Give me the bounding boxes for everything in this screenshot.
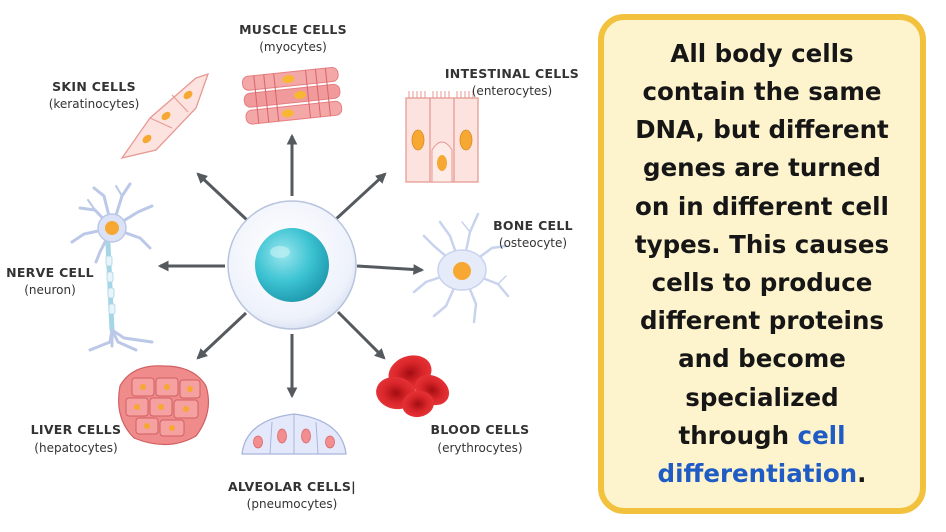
label-blood-name: BLOOD CELLS: [431, 422, 530, 437]
label-blood: BLOOD CELLS (erythrocytes): [431, 422, 530, 455]
arrow-to-liver: [196, 311, 248, 360]
liver-cells-illustration: [118, 365, 209, 446]
label-skin-name: SKIN CELLS: [52, 79, 136, 94]
label-muscle-sub: (myocytes): [259, 40, 327, 54]
intestinal-cells-illustration: [405, 91, 479, 183]
label-bone-name: BONE CELL: [493, 218, 573, 233]
label-intestinal: INTESTINAL CELLS (enterocytes): [445, 66, 579, 98]
label-alveolar-sub: (pneumocytes): [247, 497, 338, 511]
label-liver-name: LIVER CELLS: [31, 422, 122, 437]
label-muscle: MUSCLE CELLS (myocytes): [239, 22, 347, 54]
callout-highlight: cell differentiation: [657, 420, 858, 489]
arrow-to-skin: [196, 172, 249, 222]
label-liver: LIVER CELLS (hepatocytes): [31, 422, 122, 455]
label-nerve-name: NERVE CELL: [6, 265, 94, 280]
arrows: [157, 133, 425, 399]
label-liver-sub: (hepatocytes): [34, 441, 117, 455]
label-bone-sub: (osteocyte): [499, 236, 567, 250]
label-alveolar-name: ALVEOLAR CELLS|: [228, 479, 356, 494]
label-muscle-name: MUSCLE CELLS: [239, 22, 347, 37]
arrow-to-bone: [356, 264, 425, 275]
label-intestinal-name: INTESTINAL CELLS: [445, 66, 579, 81]
nerve-cell-body: [97, 213, 127, 315]
label-skin-sub: (keratinocytes): [49, 97, 140, 111]
label-alveolar: ALVEOLAR CELLS| (pneumocytes): [228, 479, 356, 511]
alveolar-cells-illustration: [241, 413, 347, 455]
stem-cell: [227, 200, 357, 330]
label-nerve-sub: (neuron): [24, 283, 76, 297]
muscle-cells-illustration: [241, 66, 343, 125]
skin-cells-illustration: [120, 72, 210, 160]
callout-text: All body cells contain the same DNA, but…: [626, 35, 898, 493]
callout-end: .: [857, 459, 867, 489]
label-blood-sub: (erythrocytes): [437, 441, 522, 455]
label-nerve: NERVE CELL (neuron): [6, 265, 94, 297]
label-bone: BONE CELL (osteocyte): [493, 218, 573, 250]
label-skin: SKIN CELLS (keratinocytes): [49, 79, 140, 111]
bone-cell-illustration: [412, 212, 510, 324]
blood-cells-illustration: [376, 355, 450, 418]
stem-cell-nucleus: [255, 228, 329, 302]
info-callout: All body cells contain the same DNA, but…: [598, 14, 926, 514]
label-intestinal-sub: (enterocytes): [472, 84, 553, 98]
arrow-to-intestinal: [333, 172, 387, 222]
callout-body: All body cells contain the same DNA, but…: [634, 38, 890, 450]
arrow-to-blood: [336, 310, 386, 360]
